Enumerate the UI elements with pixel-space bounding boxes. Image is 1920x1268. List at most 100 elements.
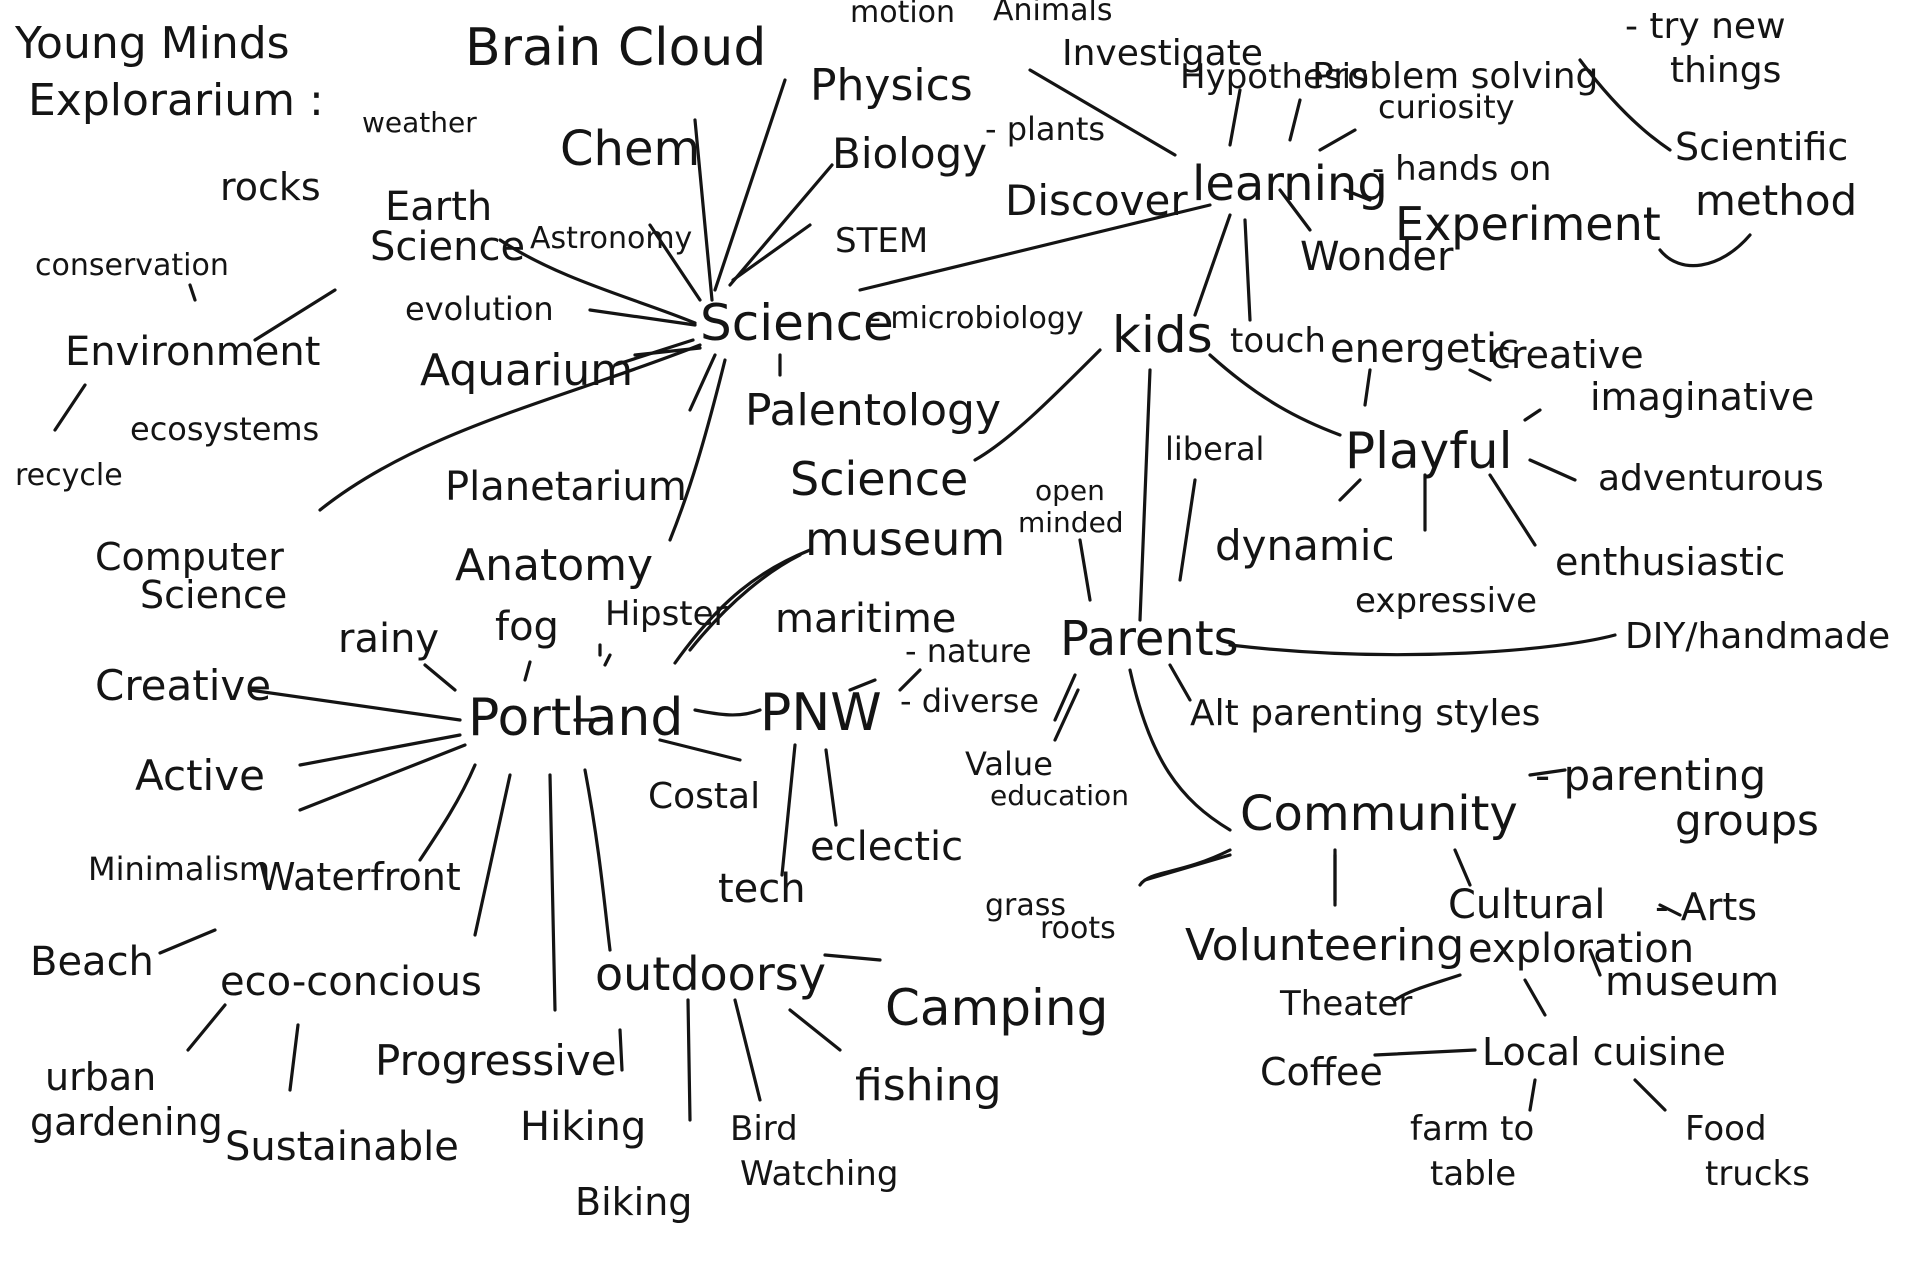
connector-line bbox=[1288, 98, 1302, 142]
node-astronomy: Astronomy bbox=[530, 221, 692, 256]
connector-line bbox=[473, 773, 512, 937]
node-expressive: expressive bbox=[1355, 581, 1537, 621]
connector-line bbox=[713, 78, 787, 292]
connector-line bbox=[1338, 478, 1362, 502]
node-beach: Beach bbox=[30, 939, 154, 985]
node-theater: Theater bbox=[1279, 984, 1412, 1024]
hub-nodes: Science kids learning Playful Parents Po… bbox=[65, 156, 1726, 1074]
connector-line bbox=[693, 708, 762, 717]
node-animals: Animals bbox=[993, 0, 1112, 28]
connector-line bbox=[788, 1008, 842, 1052]
node-recycle: recycle bbox=[15, 458, 123, 493]
connector-line bbox=[823, 953, 882, 962]
node-try-new-1: - try new bbox=[1625, 6, 1786, 47]
node-playful: Playful bbox=[1345, 422, 1512, 480]
node-alt-parenting: Alt parenting styles bbox=[1190, 693, 1540, 734]
title-line-3: Brain Cloud bbox=[465, 18, 766, 78]
title: Young Minds Explorarium : Brain Cloud bbox=[14, 18, 766, 126]
node-conservation: conservation bbox=[35, 248, 229, 283]
node-science: Science bbox=[700, 294, 894, 352]
node-discover: Discover bbox=[1005, 176, 1188, 225]
node-museum: museum bbox=[1605, 959, 1779, 1005]
node-creative-portland: Creative bbox=[95, 661, 271, 710]
node-rainy: rainy bbox=[338, 616, 439, 662]
node-progressive: Progressive bbox=[375, 1036, 617, 1085]
title-line-1: Young Minds bbox=[14, 18, 290, 69]
node-nature: - nature bbox=[905, 632, 1032, 670]
connector-line bbox=[1468, 368, 1492, 382]
node-pnw: PNW bbox=[760, 683, 882, 743]
node-hypothesis: Hypothesis bbox=[1180, 57, 1369, 97]
connector-line bbox=[588, 308, 697, 327]
node-enthusiastic: enthusiastic bbox=[1555, 540, 1785, 584]
node-experiment: Experiment bbox=[1395, 197, 1661, 251]
connector-line bbox=[498, 238, 697, 325]
connector-line bbox=[1168, 663, 1192, 702]
node-farm-to-table-1: farm to bbox=[1410, 1109, 1534, 1149]
node-parents: Parents bbox=[1060, 611, 1239, 667]
connector-line bbox=[1528, 768, 1567, 777]
node-scientific-1: Scientific bbox=[1675, 125, 1848, 169]
node-paleontology: Palentology bbox=[745, 385, 1001, 436]
connector-line bbox=[423, 663, 457, 692]
node-bird-watching-1: Bird bbox=[730, 1109, 798, 1149]
node-local-cuisine: Local cuisine bbox=[1482, 1030, 1726, 1074]
node-exploration: exploration bbox=[1468, 926, 1694, 972]
connector-line bbox=[523, 660, 532, 682]
node-motion: motion bbox=[850, 0, 955, 30]
node-fog: fog bbox=[495, 604, 559, 650]
node-biking: Biking bbox=[575, 1180, 692, 1224]
node-ecosystems: ecosystems bbox=[130, 410, 319, 448]
node-microbiology: - microbiology bbox=[870, 301, 1084, 336]
connector-line bbox=[1028, 68, 1177, 157]
connector-line bbox=[1178, 478, 1197, 582]
connector-line bbox=[1633, 1078, 1667, 1112]
node-parenting-groups-1: - parenting bbox=[1535, 751, 1766, 800]
node-food-trucks-2: trucks bbox=[1705, 1154, 1810, 1194]
node-science-museum-2: museum bbox=[805, 512, 1005, 566]
node-cultural: Cultural bbox=[1448, 882, 1606, 928]
connector-line bbox=[1318, 128, 1357, 152]
connector-line bbox=[686, 998, 692, 1122]
connector-line bbox=[1588, 948, 1602, 977]
node-problem-solving: Problem solving bbox=[1312, 56, 1598, 97]
node-volunteering: Volunteering bbox=[1185, 920, 1464, 971]
connector-line bbox=[1053, 673, 1077, 722]
connector-line bbox=[1453, 848, 1472, 887]
node-urban-gardening-2: gardening bbox=[30, 1100, 223, 1144]
connector-line bbox=[583, 768, 612, 952]
node-evolution: evolution bbox=[405, 290, 554, 328]
node-earth-science: Science bbox=[370, 224, 525, 270]
connector-line bbox=[733, 998, 762, 1102]
node-fishing: fishing bbox=[855, 1060, 1002, 1111]
node-physics: Physics bbox=[810, 60, 973, 111]
node-coffee: Coffee bbox=[1260, 1050, 1383, 1094]
connector-line bbox=[1488, 473, 1537, 547]
connector-line bbox=[288, 1023, 300, 1092]
connector-line bbox=[1193, 213, 1232, 317]
node-grass-roots-2: roots bbox=[1040, 911, 1116, 946]
node-imaginative: imaginative bbox=[1590, 375, 1814, 419]
node-grass-roots-1: grass bbox=[985, 888, 1066, 923]
connector-line bbox=[318, 343, 702, 512]
connector-line bbox=[728, 163, 834, 287]
connector-line bbox=[973, 348, 1102, 462]
connector-line bbox=[1658, 903, 1682, 917]
connector-line bbox=[824, 748, 838, 827]
connector-line bbox=[848, 678, 877, 692]
node-waterfront: Waterfront bbox=[258, 855, 461, 899]
node-eco-conscious: eco-concious bbox=[220, 959, 482, 1005]
connector-line bbox=[298, 733, 462, 767]
connector-line bbox=[1053, 688, 1080, 742]
node-open-minded-1: open bbox=[1035, 474, 1105, 507]
node-kids: kids bbox=[1112, 306, 1213, 364]
connector-line bbox=[658, 738, 742, 762]
node-diy: DIY/handmade bbox=[1625, 616, 1890, 657]
node-planetarium: Planetarium bbox=[445, 464, 687, 510]
node-active: Active bbox=[135, 751, 265, 800]
node-wonder: Wonder bbox=[1300, 234, 1454, 280]
node-curiosity: curiosity bbox=[1378, 88, 1515, 126]
node-diverse: - diverse bbox=[900, 682, 1039, 720]
connector-line bbox=[1523, 978, 1547, 1017]
